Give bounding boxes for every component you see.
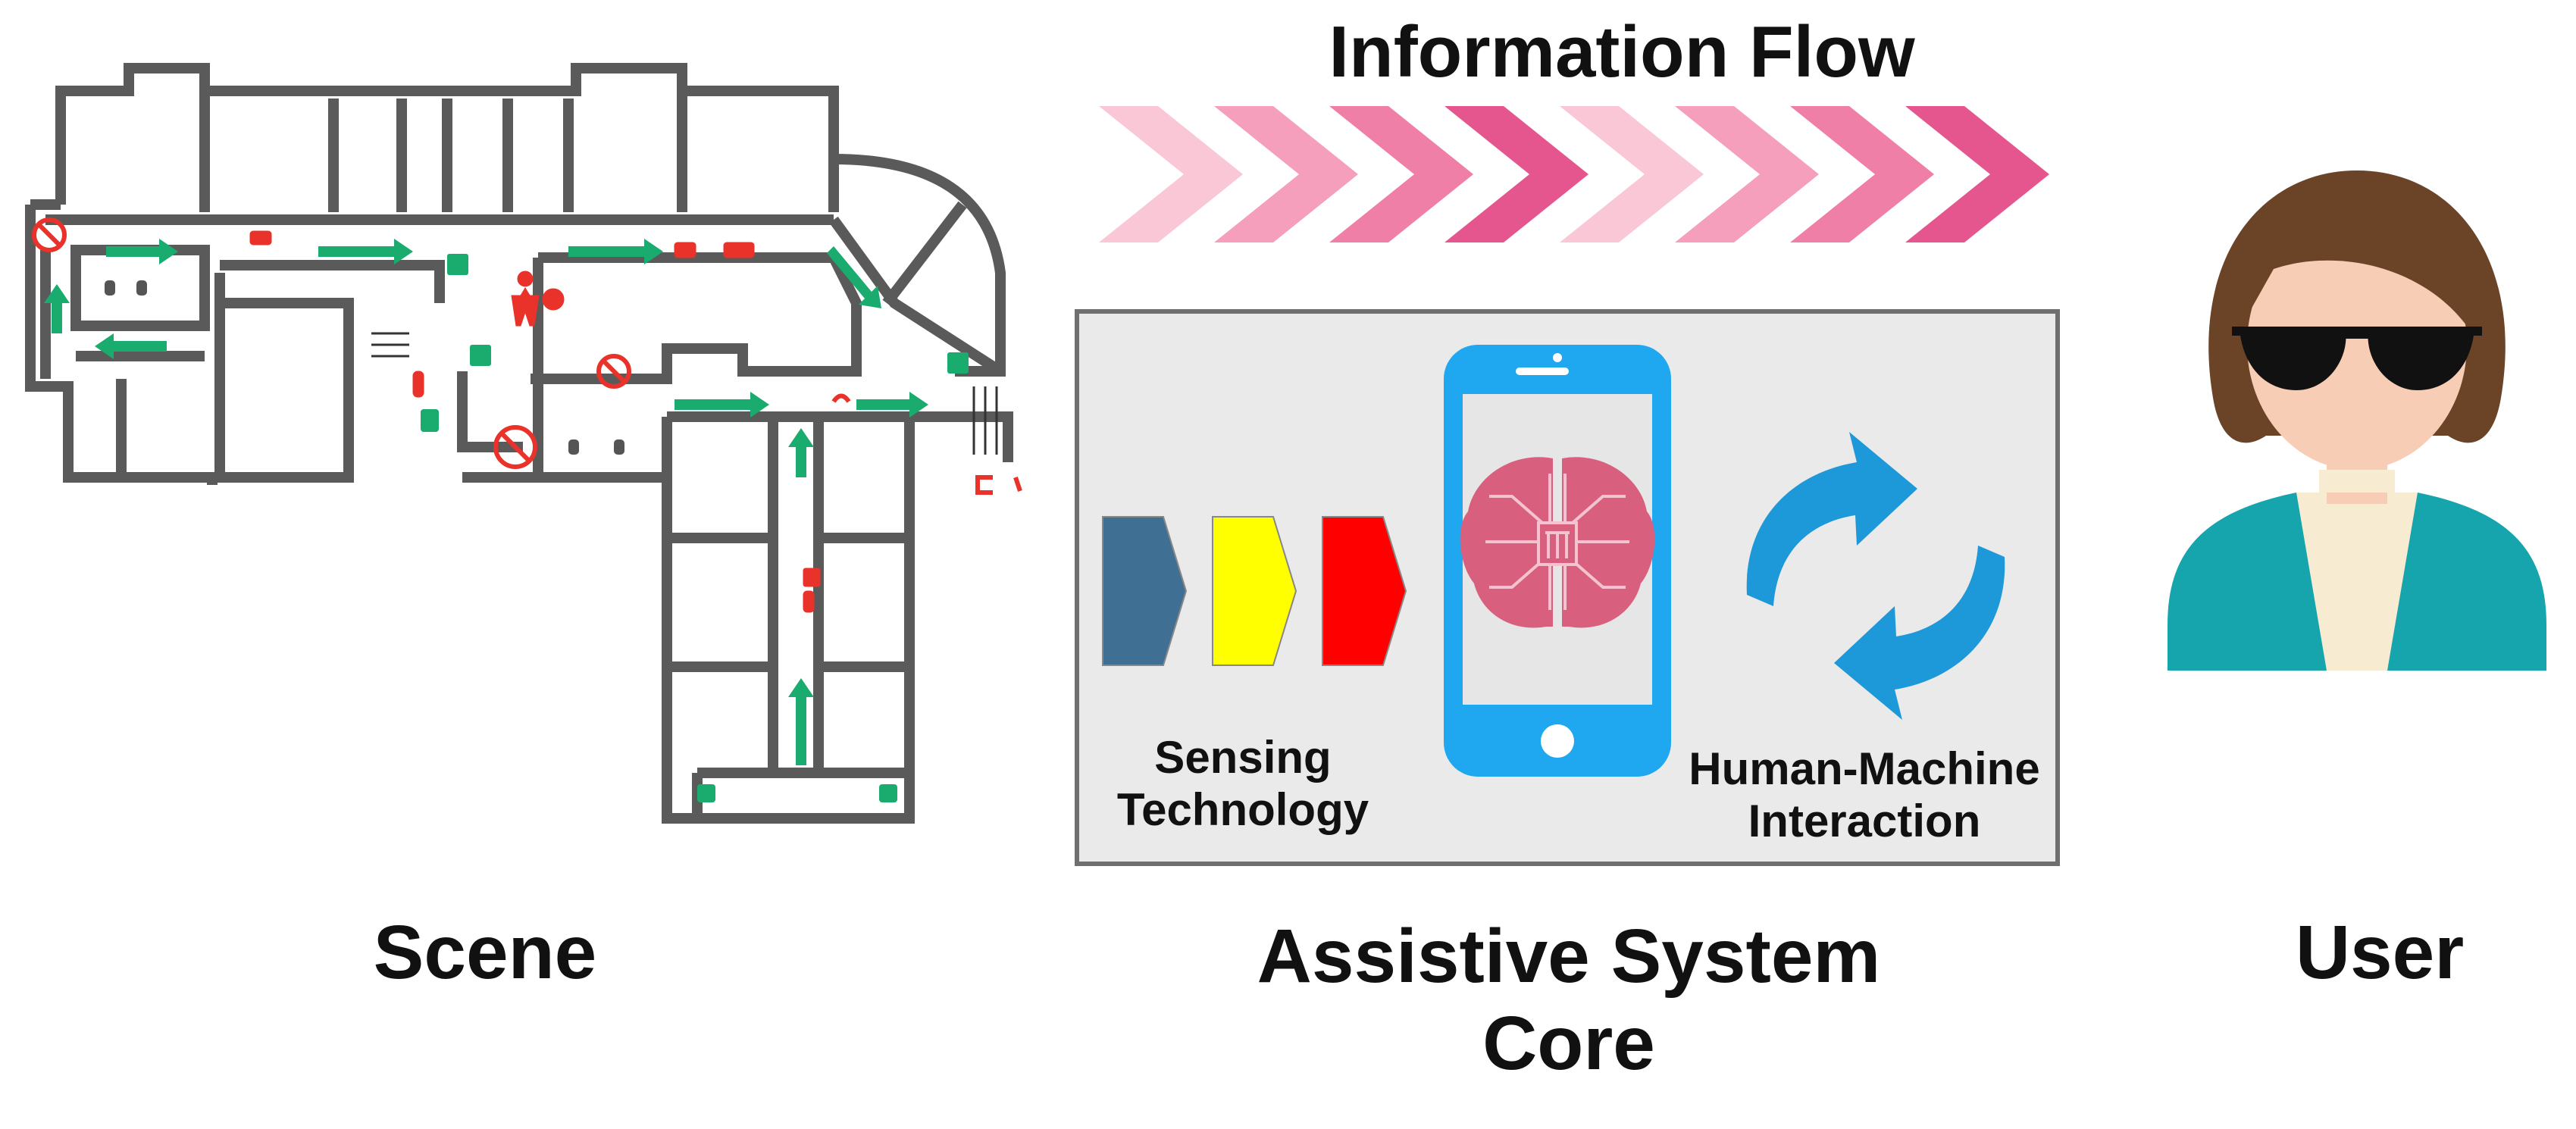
flow-chevron-icon: [1560, 106, 1704, 242]
flow-chevron-icon: [1445, 106, 1588, 242]
sensing-technology-blocks: [1102, 516, 1407, 666]
ai-brain-icon: [1460, 457, 1655, 628]
flow-chevron-icon: [1790, 106, 1934, 242]
information-flow-arrows: [1099, 106, 2049, 242]
exit-route-arrows: [44, 239, 969, 802]
scene-floor-plan: [25, 63, 1022, 824]
fire-equipment-icons: [249, 230, 1022, 613]
sensor-block-icon: [1322, 516, 1407, 666]
flow-chevron-icon: [1099, 106, 1243, 242]
flow-chevron-icon: [1214, 106, 1358, 242]
sync-arrows-icon: [1746, 432, 2005, 720]
scene-label: Scene: [373, 910, 597, 995]
sunglasses-icon: [2232, 327, 2482, 390]
flow-chevron-icon: [1675, 106, 1819, 242]
sensor-block-icon: [1102, 516, 1188, 666]
information-flow-title: Information Flow: [1329, 11, 1915, 92]
human-machine-interaction-label: Human-Machine Interaction: [1689, 743, 2040, 846]
user-label: User: [2295, 910, 2465, 995]
assistive-system-core-label: Assistive System Core: [1257, 914, 1881, 1086]
flow-chevron-icon: [1905, 106, 2049, 242]
flow-chevron-icon: [1329, 106, 1473, 242]
sensing-technology-label: Sensing Technology: [1116, 732, 1369, 835]
visually-impaired-user-icon: [2168, 170, 2546, 671]
sensor-block-icon: [1212, 516, 1297, 666]
smartphone-icon: [1444, 345, 1671, 777]
